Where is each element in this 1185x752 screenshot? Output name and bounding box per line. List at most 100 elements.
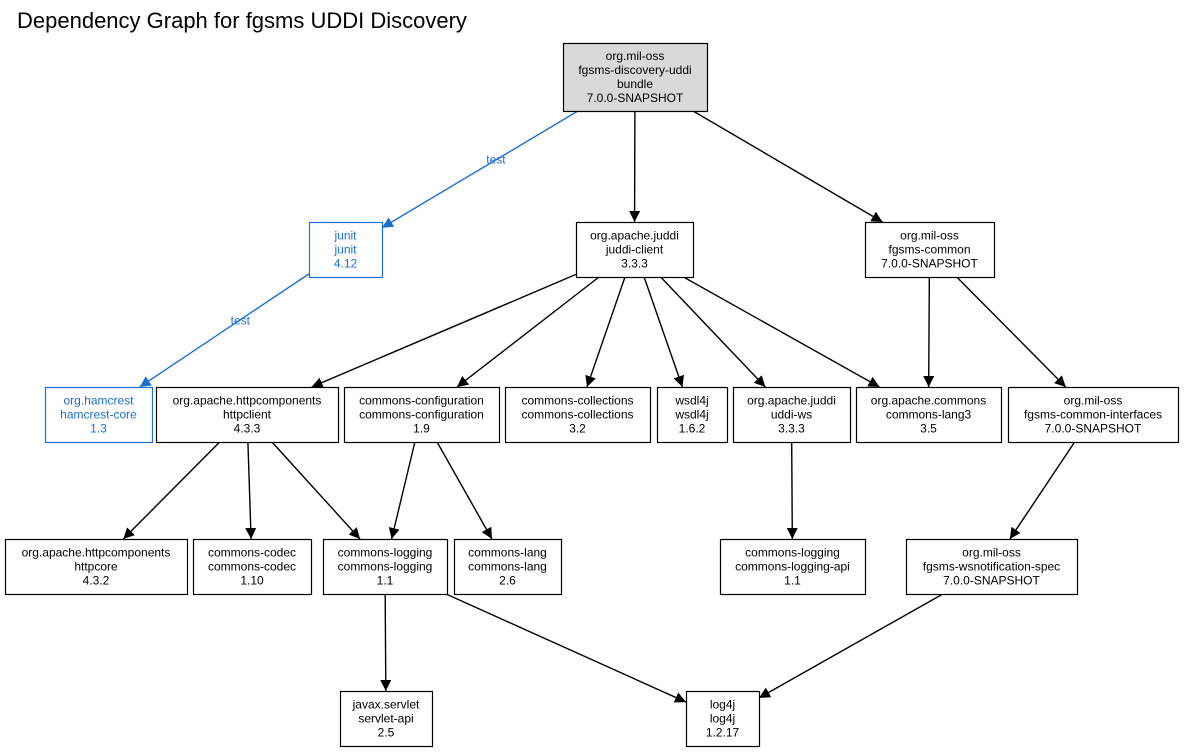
edge-line: [311, 273, 577, 388]
node-label-line: junit: [333, 243, 357, 257]
node-box: [192, 538, 313, 596]
node-label-line: log4j: [710, 712, 735, 726]
edge-line: [683, 276, 880, 388]
edge-line: [445, 593, 687, 703]
node-box: [4, 538, 189, 596]
node-label-line: commons-lang: [468, 560, 547, 574]
edge-line: [758, 593, 944, 699]
node-label-line: wsdl4j: [674, 408, 708, 422]
edge-line: [692, 110, 883, 223]
node-label-line: commons-lang: [468, 546, 547, 560]
edge-line: [585, 276, 626, 388]
node-label-line: httpcore: [74, 560, 118, 574]
node-label-line: servlet-api: [358, 712, 413, 726]
edge-commons-logging-to-servlet-api: [380, 593, 392, 692]
node-label-line: 3.5: [920, 422, 937, 436]
edge-line: [245, 441, 257, 540]
edge-line: [436, 441, 493, 540]
edge-uddi-ws-to-commons-logging-api: [786, 441, 798, 540]
node-label-line: 1.6.2: [679, 422, 706, 436]
edge-commons-configuration-to-commons-logging: [388, 441, 416, 540]
node-label-line: fgsms-wsnotification-spec: [923, 560, 1060, 574]
node-box: [44, 386, 154, 444]
node-box: [504, 386, 652, 444]
node-label-line: bundle: [617, 77, 653, 91]
node-label-line: 3.3.3: [778, 422, 805, 436]
node-label-line: commons-logging: [338, 546, 433, 560]
node-label-line: commons-logging-api: [735, 560, 850, 574]
node-label-line: commons-lang3: [886, 408, 972, 422]
node-label-line: javax.servlet: [352, 698, 420, 712]
node-label-line: 1.3: [90, 422, 107, 436]
node-label-line: commons-codec: [208, 546, 296, 560]
edge-juddi-client-to-commons-collections: [585, 276, 626, 388]
edge-label: test: [231, 313, 251, 327]
edges-layer: test test: [122, 110, 1076, 703]
edge-juddi-client-to-httpclient: [311, 273, 577, 388]
edge-line: [923, 276, 935, 388]
node-box: [562, 42, 709, 113]
node-label-line: commons-codec: [208, 560, 296, 574]
edge-line: [643, 276, 684, 388]
node-label-line: org.apache.httpcomponents: [173, 394, 322, 408]
node-label-line: hamcrest-core: [60, 408, 137, 422]
node-box: [453, 538, 563, 596]
edge-line: [388, 441, 416, 540]
node-label-line: 4.3.3: [234, 422, 261, 436]
node-label-line: 2.5: [378, 726, 395, 740]
edge-httpclient-to-httpcore: [122, 441, 221, 540]
edge-httpclient-to-commons-codec: [245, 441, 257, 540]
edge-line: [956, 276, 1067, 388]
edge-commons-logging-to-log4j: [445, 593, 687, 703]
edge-line: [122, 441, 221, 540]
node-label-line: log4j: [710, 698, 735, 712]
edge-fgsms-common-to-commons-lang3: [923, 276, 935, 388]
node-label-line: 7.0.0-SNAPSHOT: [943, 574, 1040, 588]
edge-root-to-junit: test: [381, 110, 579, 229]
node-fgsms-common-interfaces: org.mil-ossfgsms-common-interfaces7.0.0-…: [1007, 386, 1180, 444]
edge-httpclient-to-commons-logging: [271, 441, 361, 540]
node-label-line: httpclient: [223, 408, 272, 422]
nodes-layer: org.mil-ossfgsms-discovery-uddibundle7.0…: [4, 42, 1180, 748]
node-label-line: commons-logging: [745, 546, 840, 560]
edge-line: [660, 276, 766, 388]
node-label-line: juddi-client: [605, 243, 664, 257]
edge-line: [271, 441, 361, 540]
edge-line: [1009, 441, 1076, 540]
node-label-line: 7.0.0-SNAPSHOT: [1045, 422, 1142, 436]
node-label-line: org.mil-oss: [962, 546, 1021, 560]
node-label-line: org.mil-oss: [606, 49, 665, 63]
node-label-line: 3.3.3: [621, 257, 648, 271]
node-commons-collections: commons-collectionscommons-collections3.…: [504, 386, 652, 444]
node-box: [575, 221, 695, 279]
node-label-line: 1.1: [784, 574, 801, 588]
node-label-line: org.mil-oss: [1064, 394, 1123, 408]
node-label-line: commons-collections: [521, 394, 633, 408]
node-label-line: 7.0.0-SNAPSHOT: [587, 91, 684, 105]
node-label-line: fgsms-common: [888, 243, 970, 257]
node-box: [732, 386, 852, 444]
edge-root-to-fgsms-common: [692, 110, 883, 223]
node-commons-configuration: commons-configurationcommons-configurati…: [343, 386, 501, 444]
node-label-line: commons-configuration: [359, 408, 484, 422]
node-label-line: org.apache.commons: [871, 394, 986, 408]
node-label-line: org.hamcrest: [63, 394, 134, 408]
edge-juddi-client-to-uddi-ws: [660, 276, 766, 388]
node-root: org.mil-ossfgsms-discovery-uddibundle7.0…: [562, 42, 709, 113]
node-box: [685, 690, 761, 748]
edge-junit-to-hamcrest: test: [139, 273, 310, 388]
edge-line: [139, 273, 310, 388]
